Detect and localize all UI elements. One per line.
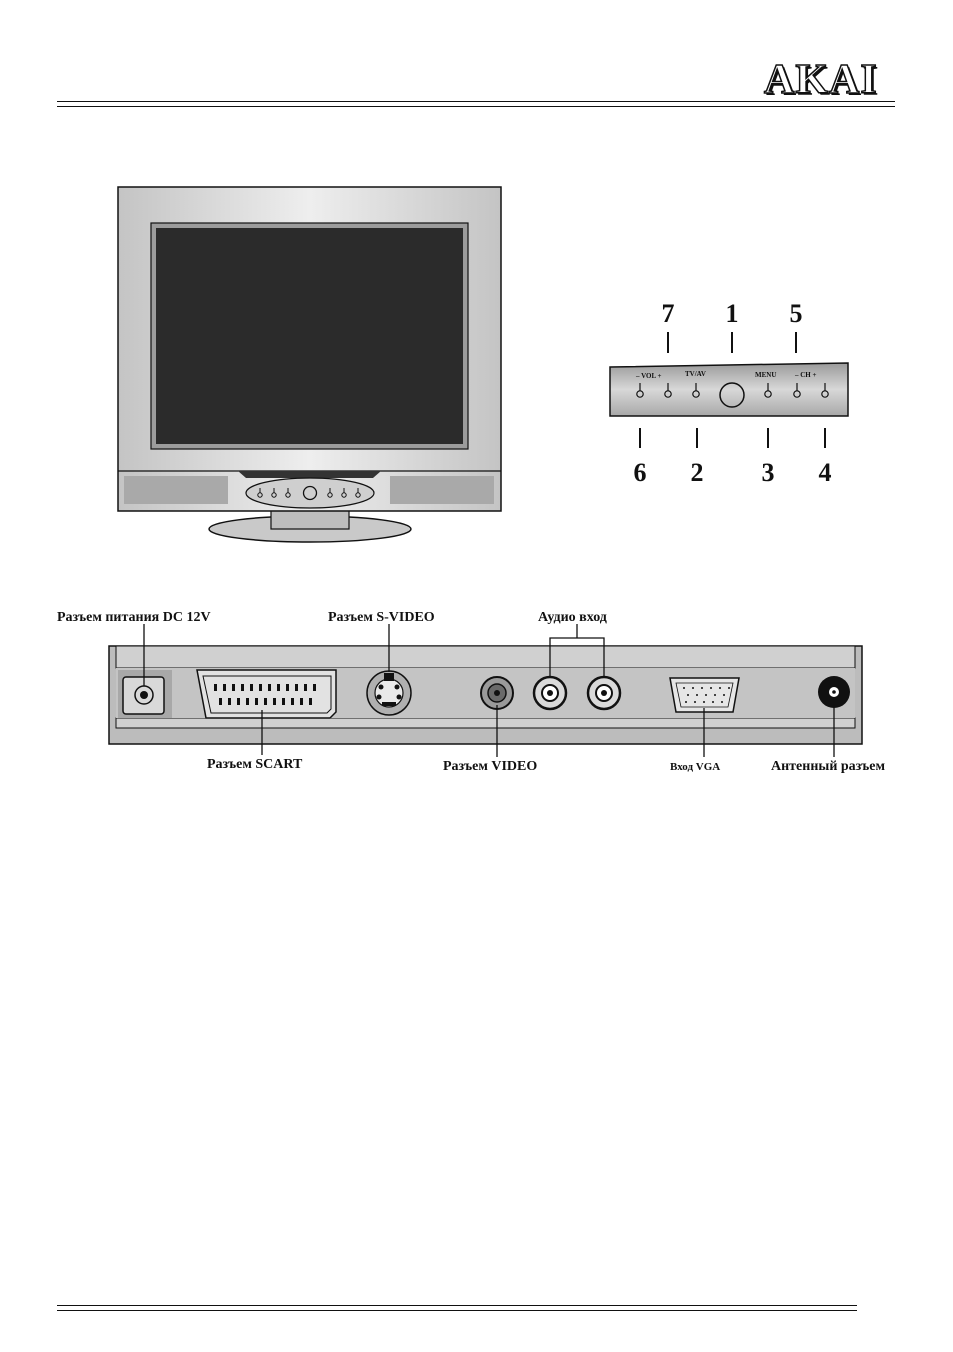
tv-front-illustration bbox=[118, 187, 501, 542]
callout-number-2: 2 bbox=[691, 458, 704, 487]
label-vga: Вход VGA bbox=[670, 761, 720, 773]
callout-number-7: 7 bbox=[662, 299, 675, 328]
antenna-connector bbox=[818, 676, 850, 708]
menu-button-label: MENU bbox=[755, 371, 776, 379]
callout-number-1: 1 bbox=[726, 299, 739, 328]
tv-speaker-left bbox=[124, 476, 228, 504]
tv-screen bbox=[156, 228, 463, 444]
audio-rca-jack-right bbox=[588, 677, 620, 709]
label-antenna: Антенный разъем bbox=[771, 759, 885, 774]
svideo-connector bbox=[367, 671, 411, 715]
vol-button-label: – VOL + bbox=[635, 372, 662, 380]
control-panel-detail: – VOL + TV/AV MENU – CH + 7 1 5 6 2 3 bbox=[610, 299, 848, 487]
tvav-button-label: TV/AV bbox=[685, 370, 706, 378]
ch-button-label: – CH + bbox=[794, 371, 817, 379]
label-dc-power: Разъем питания DC 12V bbox=[57, 610, 211, 625]
vga-connector bbox=[670, 678, 739, 712]
callout-number-6: 6 bbox=[634, 458, 647, 487]
rear-connector-panel bbox=[109, 646, 862, 744]
dc-power-jack bbox=[118, 670, 172, 718]
tv-front-controls bbox=[246, 478, 374, 508]
callout-number-3: 3 bbox=[762, 458, 775, 487]
footer-rule-thin bbox=[57, 1310, 857, 1311]
scart-connector bbox=[197, 670, 336, 718]
callout-number-4: 4 bbox=[819, 458, 832, 487]
label-video: Разъем VIDEO bbox=[443, 759, 537, 774]
footer-rule bbox=[57, 1305, 857, 1306]
audio-rca-jack-left bbox=[534, 677, 566, 709]
label-svideo: Разъем S-VIDEO bbox=[328, 610, 435, 625]
video-rca-jack bbox=[481, 677, 513, 709]
tv-speaker-right bbox=[390, 476, 494, 504]
callout-number-5: 5 bbox=[790, 299, 803, 328]
label-scart: Разъем SCART bbox=[207, 757, 303, 772]
label-audio-in: Аудио вход bbox=[538, 610, 607, 625]
